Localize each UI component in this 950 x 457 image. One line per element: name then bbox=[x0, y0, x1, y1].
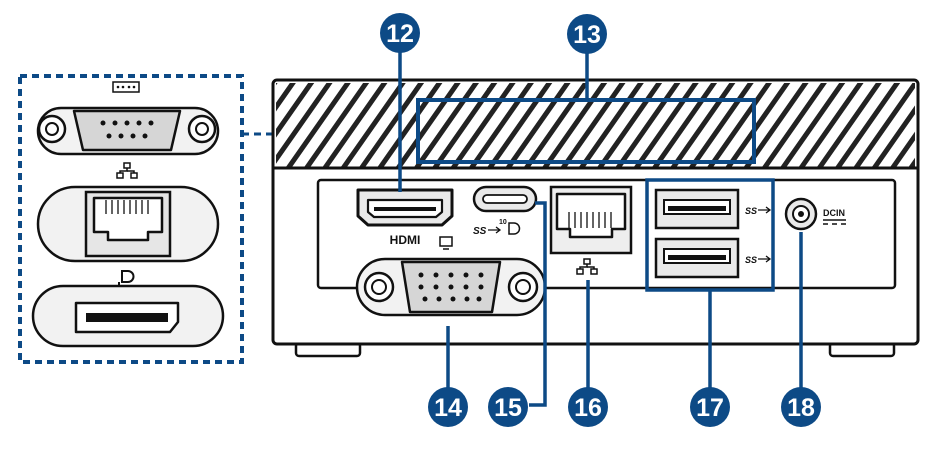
network-icon bbox=[576, 258, 598, 275]
dc-in-jack bbox=[784, 197, 818, 231]
callout-13-label: 13 bbox=[573, 21, 601, 49]
optional-ports-dashed-box bbox=[18, 74, 244, 364]
callout-13: 13 bbox=[567, 14, 607, 54]
lan-port bbox=[549, 185, 633, 255]
callout-12: 12 bbox=[380, 13, 420, 53]
callout-12-label: 12 bbox=[386, 20, 414, 48]
svg-text:SS: SS bbox=[745, 206, 757, 216]
callout-17: 17 bbox=[690, 387, 730, 427]
superspeed-usb-icon: SS bbox=[745, 255, 772, 265]
usb-a-port-bottom bbox=[654, 237, 740, 279]
usb-c-port bbox=[472, 185, 538, 213]
optional-ports-panel bbox=[18, 74, 355, 364]
callout-leaders bbox=[398, 44, 803, 407]
callout-18: 18 bbox=[781, 387, 821, 427]
superspeed-usb-10gbps-displayport-icon: SS 10 bbox=[473, 219, 521, 237]
callout-15-label: 15 bbox=[494, 394, 522, 422]
dcin-label: DCIN bbox=[823, 208, 845, 218]
superspeed-usb-icon: SS bbox=[745, 206, 772, 216]
serial-com-port bbox=[36, 106, 220, 156]
callout-18-label: 18 bbox=[787, 394, 815, 422]
callout-14-label: 14 bbox=[434, 394, 462, 422]
callout-16-label: 16 bbox=[574, 394, 602, 422]
serial-port-icon bbox=[112, 81, 140, 93]
displayport bbox=[31, 284, 225, 348]
callout-15: 15 bbox=[488, 387, 528, 427]
optional-lan-port bbox=[36, 185, 220, 263]
svg-text:10: 10 bbox=[499, 219, 507, 226]
hdmi-label: HDMI bbox=[390, 233, 421, 247]
vga-port bbox=[355, 257, 547, 317]
leader-15 bbox=[529, 201, 547, 407]
monitor-icon bbox=[439, 236, 453, 250]
network-icon bbox=[116, 162, 138, 179]
svg-text:SS: SS bbox=[473, 226, 487, 237]
callout-14: 14 bbox=[428, 387, 468, 427]
hdmi-port: HDMI bbox=[356, 188, 454, 247]
callout-16: 16 bbox=[568, 387, 608, 427]
dcin-label-group: DCIN bbox=[823, 208, 846, 225]
svg-text:SS: SS bbox=[745, 255, 757, 265]
usb-a-port-top bbox=[654, 188, 740, 230]
callout-17-label: 17 bbox=[696, 394, 724, 422]
displayport-icon bbox=[118, 270, 135, 285]
air-vent bbox=[276, 83, 915, 167]
usb-a-ports: SS SS bbox=[654, 188, 772, 279]
